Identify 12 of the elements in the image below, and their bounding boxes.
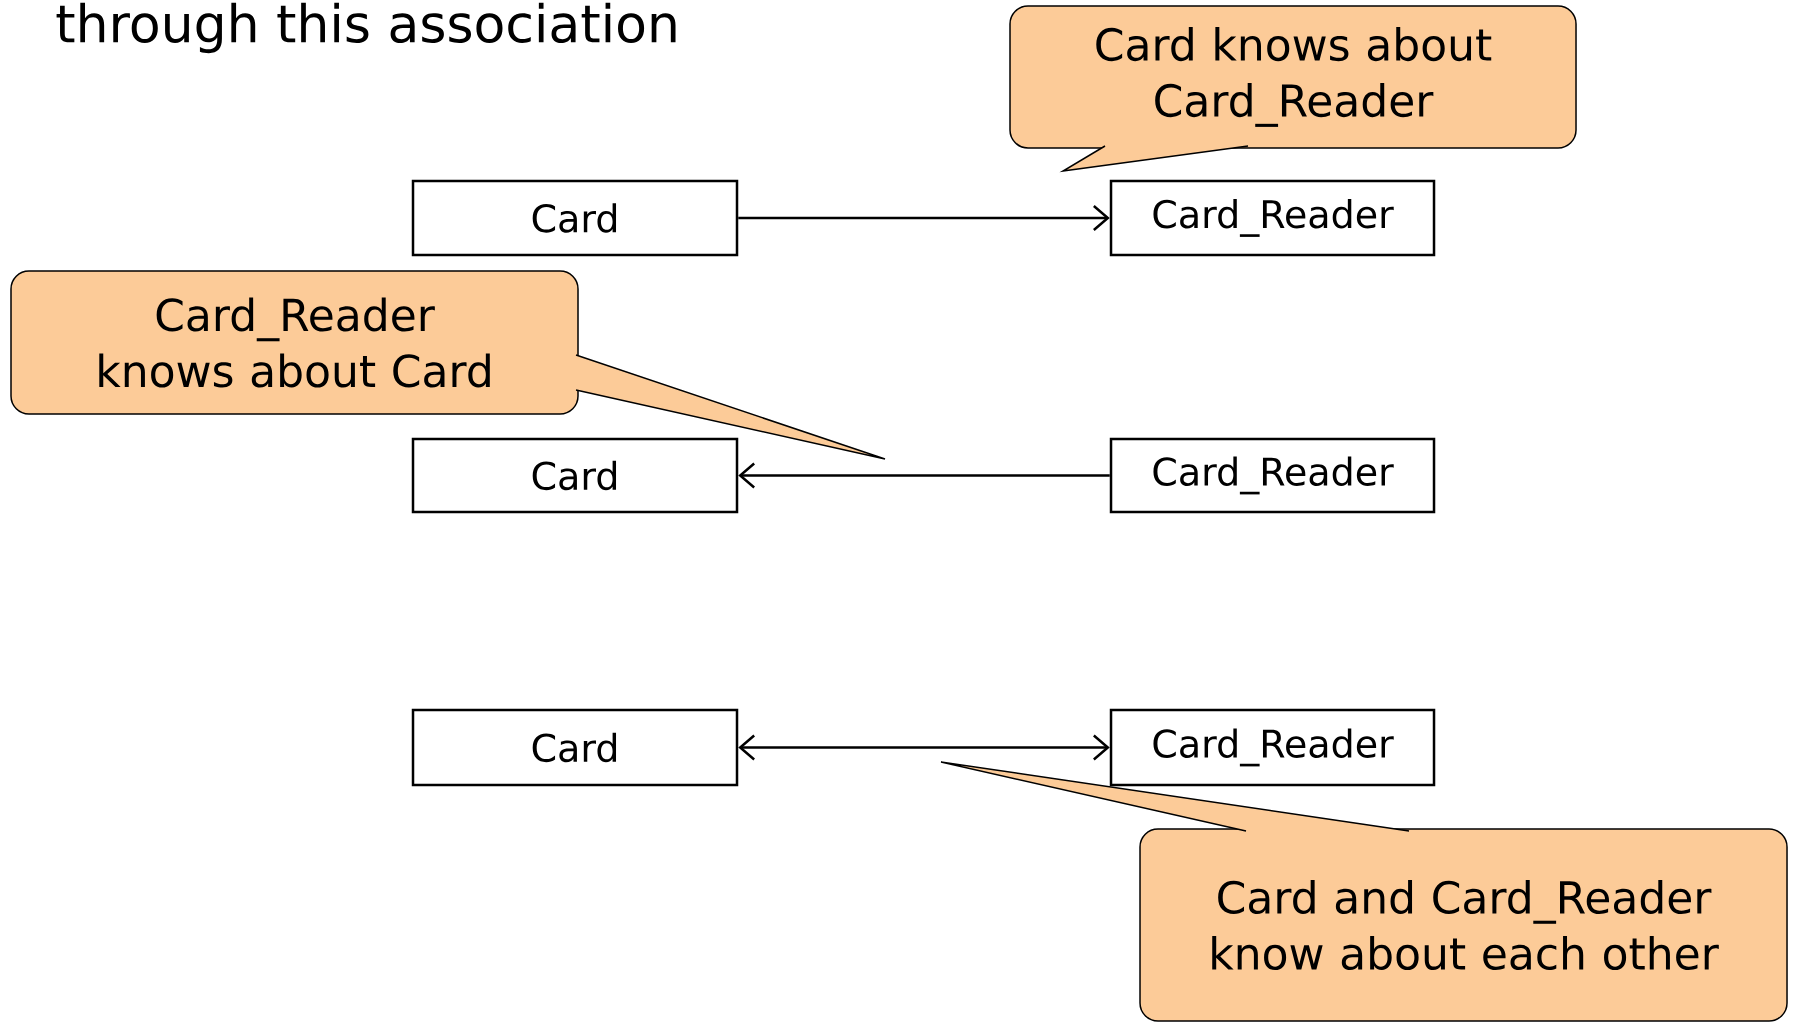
callout: Card knows about Card_Reader (1009, 5, 1577, 173)
class-box: Card (411, 437, 739, 514)
class-box: Card (411, 708, 739, 787)
association-arrow (738, 734, 1110, 761)
class-box: Card_Reader (1109, 437, 1436, 514)
class-box: Card_Reader (1109, 179, 1436, 257)
class-box: Card_Reader (1109, 708, 1436, 787)
callout: Card_Reader knows about Card (10, 270, 886, 460)
class-box: Card (411, 179, 739, 257)
association-arrow (738, 462, 1110, 489)
association-arrow (738, 205, 1110, 231)
heading: through this association (56, 2, 676, 54)
